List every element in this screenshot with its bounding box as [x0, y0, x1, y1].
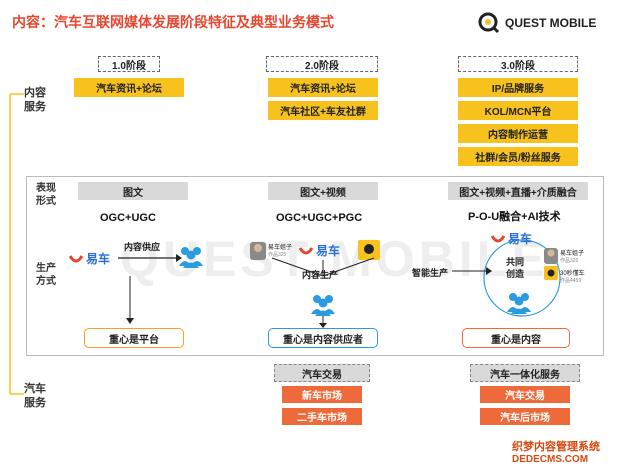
- yiche-logo-icon: [490, 234, 506, 242]
- stage-2-service-item: 新车市场: [282, 386, 362, 403]
- stage-2-service-header: 汽车交易: [274, 364, 370, 382]
- stage-3-partner-icon: [544, 266, 558, 280]
- stage-3-avatar-icon: [544, 248, 558, 264]
- site-watermark-line1: 织梦内容管理系统: [512, 441, 600, 453]
- stage-3-flow-label: 智能生产: [412, 268, 449, 278]
- yiche-logo-icon: [298, 246, 314, 254]
- stage-1-producers: OGC+UGC: [100, 212, 156, 224]
- left-connector: [9, 93, 24, 395]
- stage-3-users-icon: [507, 293, 531, 314]
- stage-2-focus: 重心是内容供应者: [268, 328, 378, 348]
- stage-1-focus: 重心是平台: [84, 328, 184, 348]
- stage-1-content-item: 汽车资讯+论坛: [74, 78, 184, 97]
- yiche-brand-text: 易车: [316, 244, 341, 258]
- stage-2-content-item: 汽车资讯+论坛: [268, 78, 378, 97]
- stage-3-service-item: 汽车交易: [480, 386, 570, 403]
- stage-2-service-item: 二手车市场: [282, 408, 362, 425]
- stage-2-avatar-sub: 作品325: [268, 252, 287, 258]
- yiche-logo-icon: [68, 254, 84, 262]
- stage-2-brand: 易车: [298, 242, 340, 259]
- quest-mobile-logo: QUEST MOBILE: [478, 12, 618, 34]
- stage-2-avatar-name: 易车姐子: [268, 245, 293, 251]
- yiche-brand-text: 易车: [86, 252, 111, 266]
- stage-2-partner-icon: [358, 240, 380, 260]
- stage-3-focus: 重心是内容: [462, 328, 570, 348]
- stage-3-producers: P-O-U融合+AI技术: [468, 211, 561, 223]
- production-frame: [26, 176, 604, 356]
- page-title: 内容：汽车互联网媒体发展阶段特征及典型业务模式: [12, 14, 334, 30]
- label-production: 生产 方式: [36, 263, 56, 287]
- stage-2-content-item: 汽车社区+车友社群: [268, 101, 378, 120]
- stage-3-service-item: 汽车后市场: [480, 408, 570, 425]
- label-auto-service: 汽车 服务: [24, 383, 46, 409]
- stage-1-users-icon: [179, 247, 203, 268]
- stage-3-avatar2-name: 30秒懂车: [560, 271, 585, 277]
- stage-3-content-item: KOL/MCN平台: [458, 101, 578, 120]
- logo-text: QUEST MOBILE: [505, 16, 597, 30]
- stage-1-form: 图文: [78, 182, 188, 200]
- stage-2-users-icon: [311, 295, 335, 316]
- stage-3-content-item: 社群/会员/粉丝服务: [458, 147, 578, 166]
- stage-2-avatar-icon: [250, 242, 266, 260]
- stage-3-content-item: IP/品牌服务: [458, 78, 578, 97]
- stage-3-content-item: 内容制作运营: [458, 124, 578, 143]
- stage-2-down-arrow: [319, 316, 327, 328]
- stage-3-flow-arrow: [452, 267, 492, 275]
- stage-3-form: 图文+视频+直播+介质融合: [448, 182, 588, 200]
- stage-3-avatar2-sub: 作品4459: [560, 278, 582, 284]
- label-content-service: 内容 服务: [24, 87, 46, 113]
- stage-3-avatar-sub: 作品325: [560, 258, 579, 264]
- stage-3-header: 3.0阶段: [458, 56, 578, 72]
- label-expression: 表现 形式: [36, 183, 56, 207]
- stage-2-producers: OGC+UGC+PGC: [276, 212, 363, 224]
- stage-1-flow-label: 内容供应: [124, 242, 161, 252]
- stage-3-service-header: 汽车一体化服务: [470, 364, 580, 382]
- stage-1-down-arrow: [126, 276, 134, 324]
- stage-2-form: 图文+视频: [268, 182, 378, 200]
- stage-3-avatar-name: 易车姐子: [560, 251, 585, 257]
- stage-2-converge-lines: [271, 257, 375, 277]
- stage-1-flow-arrow: [118, 254, 182, 262]
- stage-2-header: 2.0阶段: [266, 56, 378, 72]
- site-watermark-line2: DEDECMS.COM: [512, 454, 589, 465]
- yiche-brand-text: 易车: [508, 232, 533, 246]
- stage-2-flow-label: 内容生产: [302, 270, 339, 280]
- quest-mobile-logo-icon: [478, 12, 500, 34]
- stage-3-brand: 易车: [490, 230, 532, 247]
- stage-1-brand: 易车: [68, 250, 110, 267]
- stage-3-center-label: 共同 创造: [506, 257, 525, 279]
- stage-1-header: 1.0阶段: [98, 56, 160, 72]
- stage-3-cycle-ring: [483, 239, 561, 317]
